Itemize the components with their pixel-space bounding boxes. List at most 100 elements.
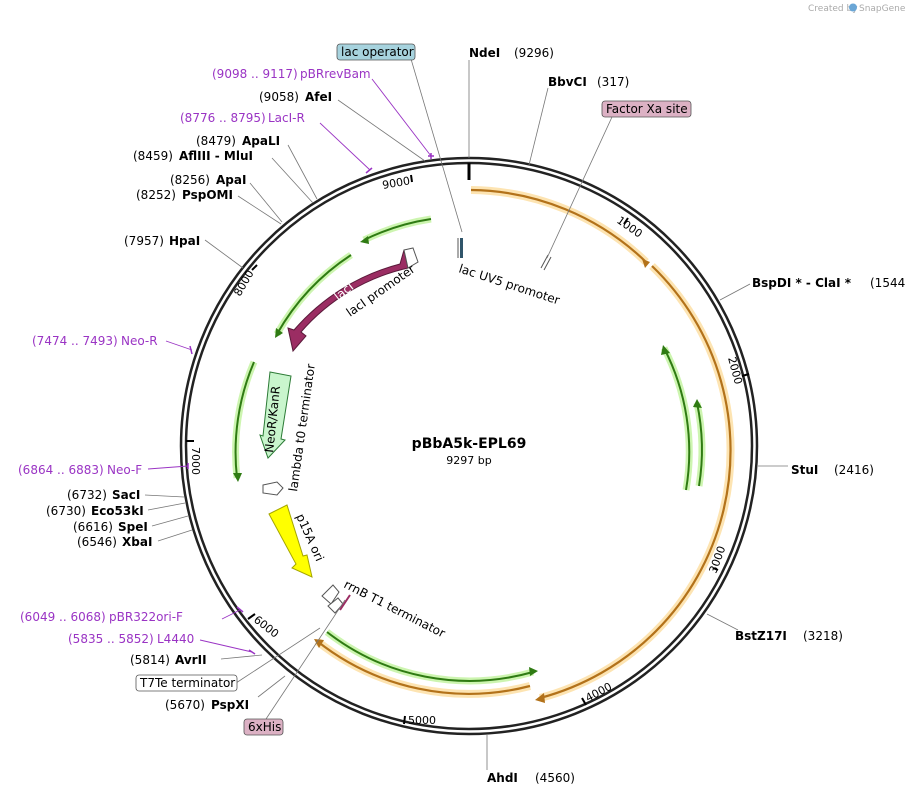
orf-green-line-2 [276,254,352,335]
lambda-t0-terminator-feature [262,481,284,496]
lac-operator-leader [410,58,463,233]
hpai-leader [204,239,244,269]
orf-orange [314,186,735,703]
neo-f-name: Neo-F [107,463,142,477]
orf-orange-arrowhead-3 [314,639,324,648]
lac-uv5-promoter-label: lac UV5 promoter [457,262,561,308]
his-tag-mark [339,594,351,611]
laci-r-range: (8776 .. 8795) [180,111,266,125]
tick-4000 [581,697,587,706]
ndei-name: NdeI [469,46,500,60]
afei-pos: (9058) [259,90,299,104]
pbr322ori-f-range: (6049 .. 6068) [20,610,106,624]
tick-label-2000: 2000 [725,355,745,385]
afliii-mlui-name: AflIII - MluI [179,149,253,163]
ahdi-name: AhdI [487,771,518,785]
pspomi-pos: (8252) [136,188,176,202]
pbrrevbam-mark [428,153,434,159]
saci-name: SacI [112,488,140,502]
tick-label-7000: 7000 [189,447,202,475]
pspomi-name: PspOMI [182,188,233,202]
bbvci-name: BbvCI [548,75,587,89]
orf-green-glow-1 [362,215,432,244]
pbrrevbam-name: pBRrevBam [300,67,371,81]
laci-r-mark [365,167,373,174]
orf-green-arrowhead-3 [233,473,242,482]
laci-r-name: LacI-R [268,111,305,125]
lac-uv5-promoter-feature [457,238,552,271]
watermark-brand: SnapGene [859,4,906,14]
orf-green-arrowhead-5 [693,399,702,408]
tick-5000 [403,715,406,725]
orf-green [232,215,706,685]
orf-green-line-4 [663,347,691,491]
neo-r-leader [165,340,193,351]
avrii-name: AvrII [175,653,207,667]
tick-label-5000: 5000 [408,714,436,727]
orf-orange-line-2 [539,265,732,700]
neo-r-range: (7474 .. 7493) [32,334,118,348]
saci-leader [144,494,185,498]
t7te-leader [235,627,321,684]
orf-orange-line-1 [470,188,647,263]
bstz17i-name: BstZ17I [735,629,787,643]
neo-f-leader [147,465,189,470]
spei-pos: (6616) [73,520,113,534]
afliii-leader [271,157,314,204]
tick-2000 [741,373,750,377]
orf-green-arrowhead-1 [360,236,369,244]
xbai-leader [157,529,193,542]
tick-label-9000: 9000 [381,174,411,192]
neo-r-name: Neo-R [121,334,158,348]
hpai-pos: (7957) [124,234,164,248]
snapgene-logo-icon [849,3,857,12]
orf-green-line-6 [326,631,534,682]
ndei-pos: (9296) [514,46,554,60]
t7te-label: T7Te terminator [139,676,235,690]
bspdi-clai-pos: (1544) [870,276,906,290]
l4440-name: L4440 [157,632,194,646]
xbai-pos: (6546) [77,535,117,549]
orf-orange-arrowhead-1 [642,259,650,268]
l4440-mark [248,649,256,655]
factor-xa-label: Factor Xa site [606,102,688,116]
pspomi-leader [237,195,282,225]
orf-green-glow-4 [660,346,693,491]
pbr322ori-f-leader [221,609,241,620]
lac-uv5-mark-2 [460,238,463,258]
afliii-mlui-pos: (8459) [133,149,173,163]
neor-kanr-label: NeoR/KanR [262,385,283,453]
orf-green-glow-6 [324,629,534,685]
his-label: 6xHis [248,720,281,734]
afei-leader [337,99,426,162]
spei-leader [151,515,189,527]
xbai-name: XbaI [122,535,152,549]
pspxi-leader [257,675,286,698]
ahdi-pos: (4560) [535,771,575,785]
factor-xa-mark [540,254,549,269]
tick-label-6000: 6000 [251,613,281,640]
tick-8000 [251,264,258,271]
eco53ki-leader [147,502,186,511]
factor-xa-box [601,100,692,118]
orf-green-arrowhead-6 [529,667,538,676]
tick-9000 [410,174,413,183]
orf-green-arrowhead-2 [275,328,283,338]
stui-name: StuI [791,463,818,477]
stui-pos: (2416) [834,463,874,477]
factor-xa-mark-2 [543,256,552,271]
lac-operator-label: lac operator [341,45,414,59]
primer-labels: (9098 .. 9117) pBRrevBam (8776 .. 8795) … [18,67,434,655]
his-box [243,718,284,736]
l4440-range: (5835 .. 5852) [68,632,154,646]
laci-r-leader [319,122,371,171]
lambda-t0-terminator-label: lambda t0 terminator [286,363,318,492]
laci-feature [287,249,409,353]
site-labels: NdeI (9296) BbvCI (317) BspDI * - ClaI *… [46,46,906,785]
lac-operator-box [336,43,416,61]
rrnb-t1-terminator-feature-1 [321,584,340,605]
apali-name: ApaLI [242,134,280,148]
pbrrevbam-leader [371,78,432,157]
orf-green-line-3 [234,361,255,479]
eco53ki-name: Eco53kI [91,504,144,518]
